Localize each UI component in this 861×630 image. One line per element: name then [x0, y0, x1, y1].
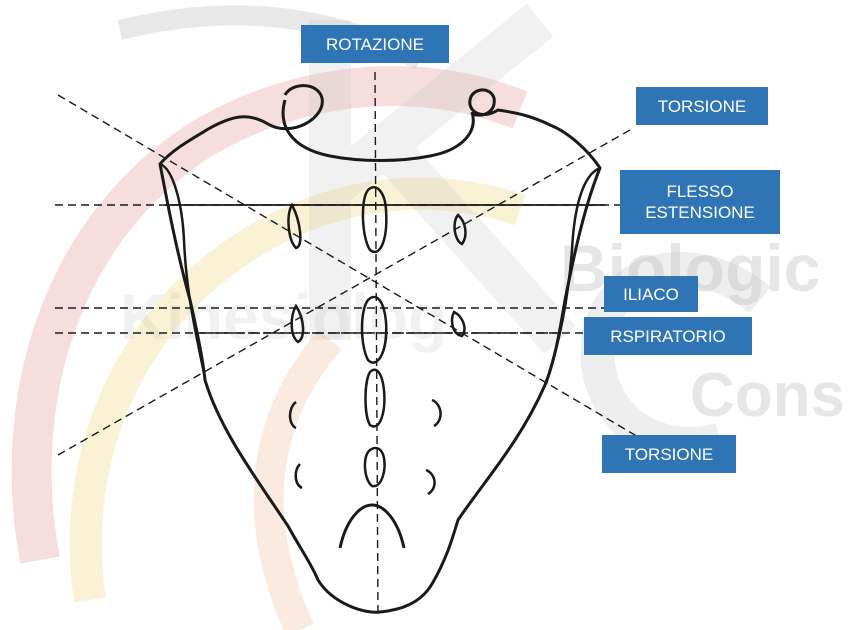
foramen-left-1 — [289, 205, 301, 248]
label-flesso-line1: FLESSO — [666, 181, 733, 202]
label-rotazione: ROTAZIONE — [301, 25, 449, 63]
foramen-right-3 — [432, 400, 441, 426]
sacrum-base — [283, 100, 473, 161]
sacral-hiatus — [340, 505, 404, 548]
label-respiratorio: RSPIRATORIO — [584, 317, 752, 355]
label-iliaco: ILIACO — [604, 276, 698, 312]
median-crest-1 — [363, 187, 386, 252]
axis-rotation — [375, 72, 378, 615]
median-crest-4 — [365, 448, 385, 486]
label-torsione-top: TORSIONE — [636, 87, 768, 125]
foramen-left-3 — [290, 402, 296, 428]
foramen-left-2 — [292, 306, 303, 342]
foramen-left-4 — [296, 464, 302, 488]
median-crest-2 — [362, 297, 386, 363]
axis-torsion-right-to-left — [58, 130, 630, 455]
sacrum-outline — [160, 86, 600, 613]
label-torsione-bottom: TORSIONE — [602, 435, 736, 473]
label-flesso-line2: ESTENSIONE — [645, 202, 755, 223]
foramen-right-4 — [426, 470, 435, 494]
axis-torsion-left-to-right — [58, 95, 640, 438]
median-crest-3 — [366, 370, 385, 427]
label-flesso-estensione: FLESSO ESTENSIONE — [620, 170, 780, 234]
